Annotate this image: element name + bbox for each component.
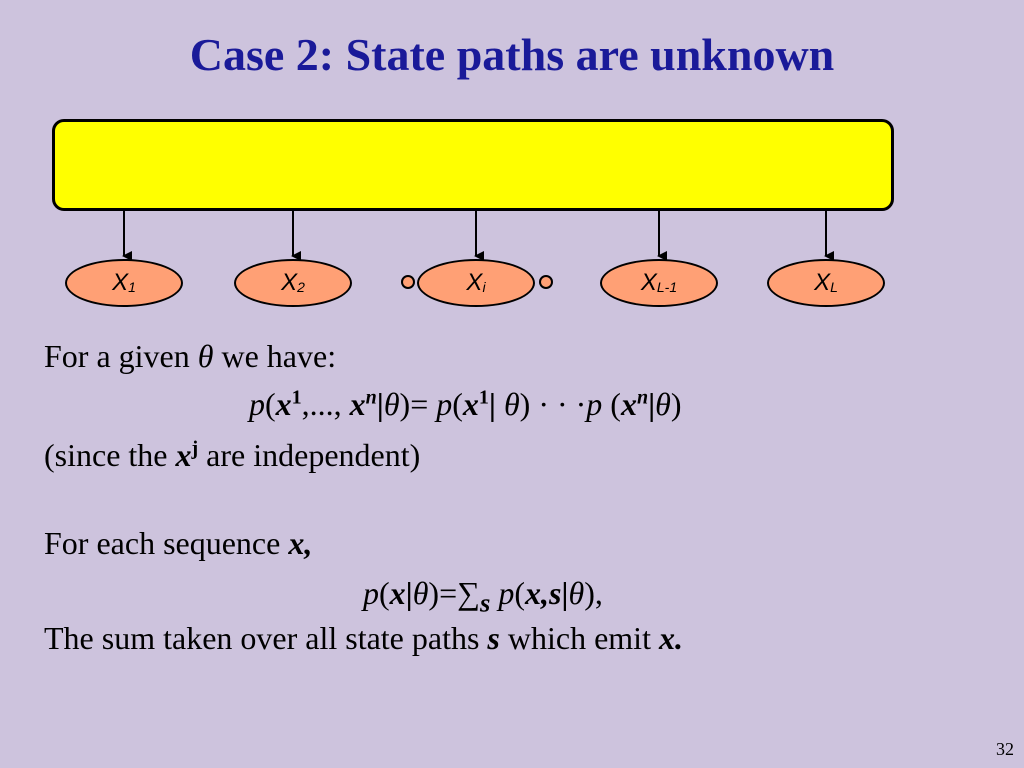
page-number: 32 [996,739,1014,759]
text-line-given-theta: For a given θ we have: [44,338,337,374]
ellipsis-dot-right [539,275,553,289]
equation-sum-paths: p(x|θ)=∑s p(x,s|θ), [363,575,603,618]
ellipsis-dot-left [401,275,415,289]
equation-independence: p(x1,..., xn|θ)= p(x1| θ) · · ·p (xn|θ) [249,386,682,422]
text-line-each-sequence: For each sequence x, [44,525,313,561]
text-line-independent: (since the xj are independent) [44,437,421,473]
hidden-state-bar [52,119,894,211]
slide-title: Case 2: State paths are unknown [189,29,835,80]
text-line-sum-taken: The sum taken over all state paths s whi… [44,620,683,656]
